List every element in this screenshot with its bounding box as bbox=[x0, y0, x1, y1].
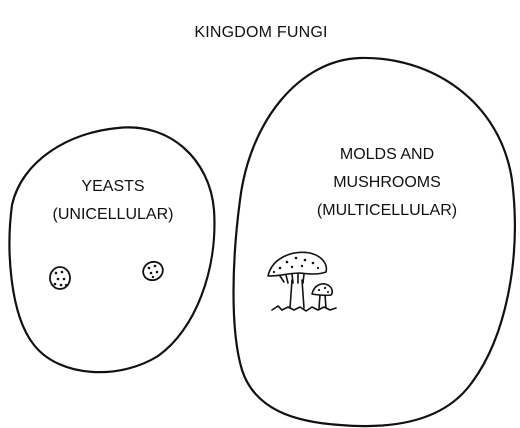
yeast-cell-icon bbox=[50, 267, 70, 289]
molds-label-line3: (MULTICELLULAR) bbox=[317, 202, 457, 219]
mushroom-icon bbox=[268, 252, 336, 311]
yeasts-label: YEASTS bbox=[81, 178, 144, 195]
molds-label-line1: MOLDS AND bbox=[340, 146, 434, 163]
diagram-title: KINGDOM FUNGI bbox=[194, 24, 327, 41]
molds-label-line2: MUSHROOMS bbox=[333, 174, 441, 191]
yeast-cell-icon bbox=[140, 259, 166, 284]
yeast-cells-icon bbox=[50, 259, 166, 289]
yeasts-region bbox=[10, 127, 215, 372]
yeasts-sublabel: (UNICELLULAR) bbox=[53, 206, 174, 223]
molds-mushrooms-region bbox=[234, 58, 515, 426]
